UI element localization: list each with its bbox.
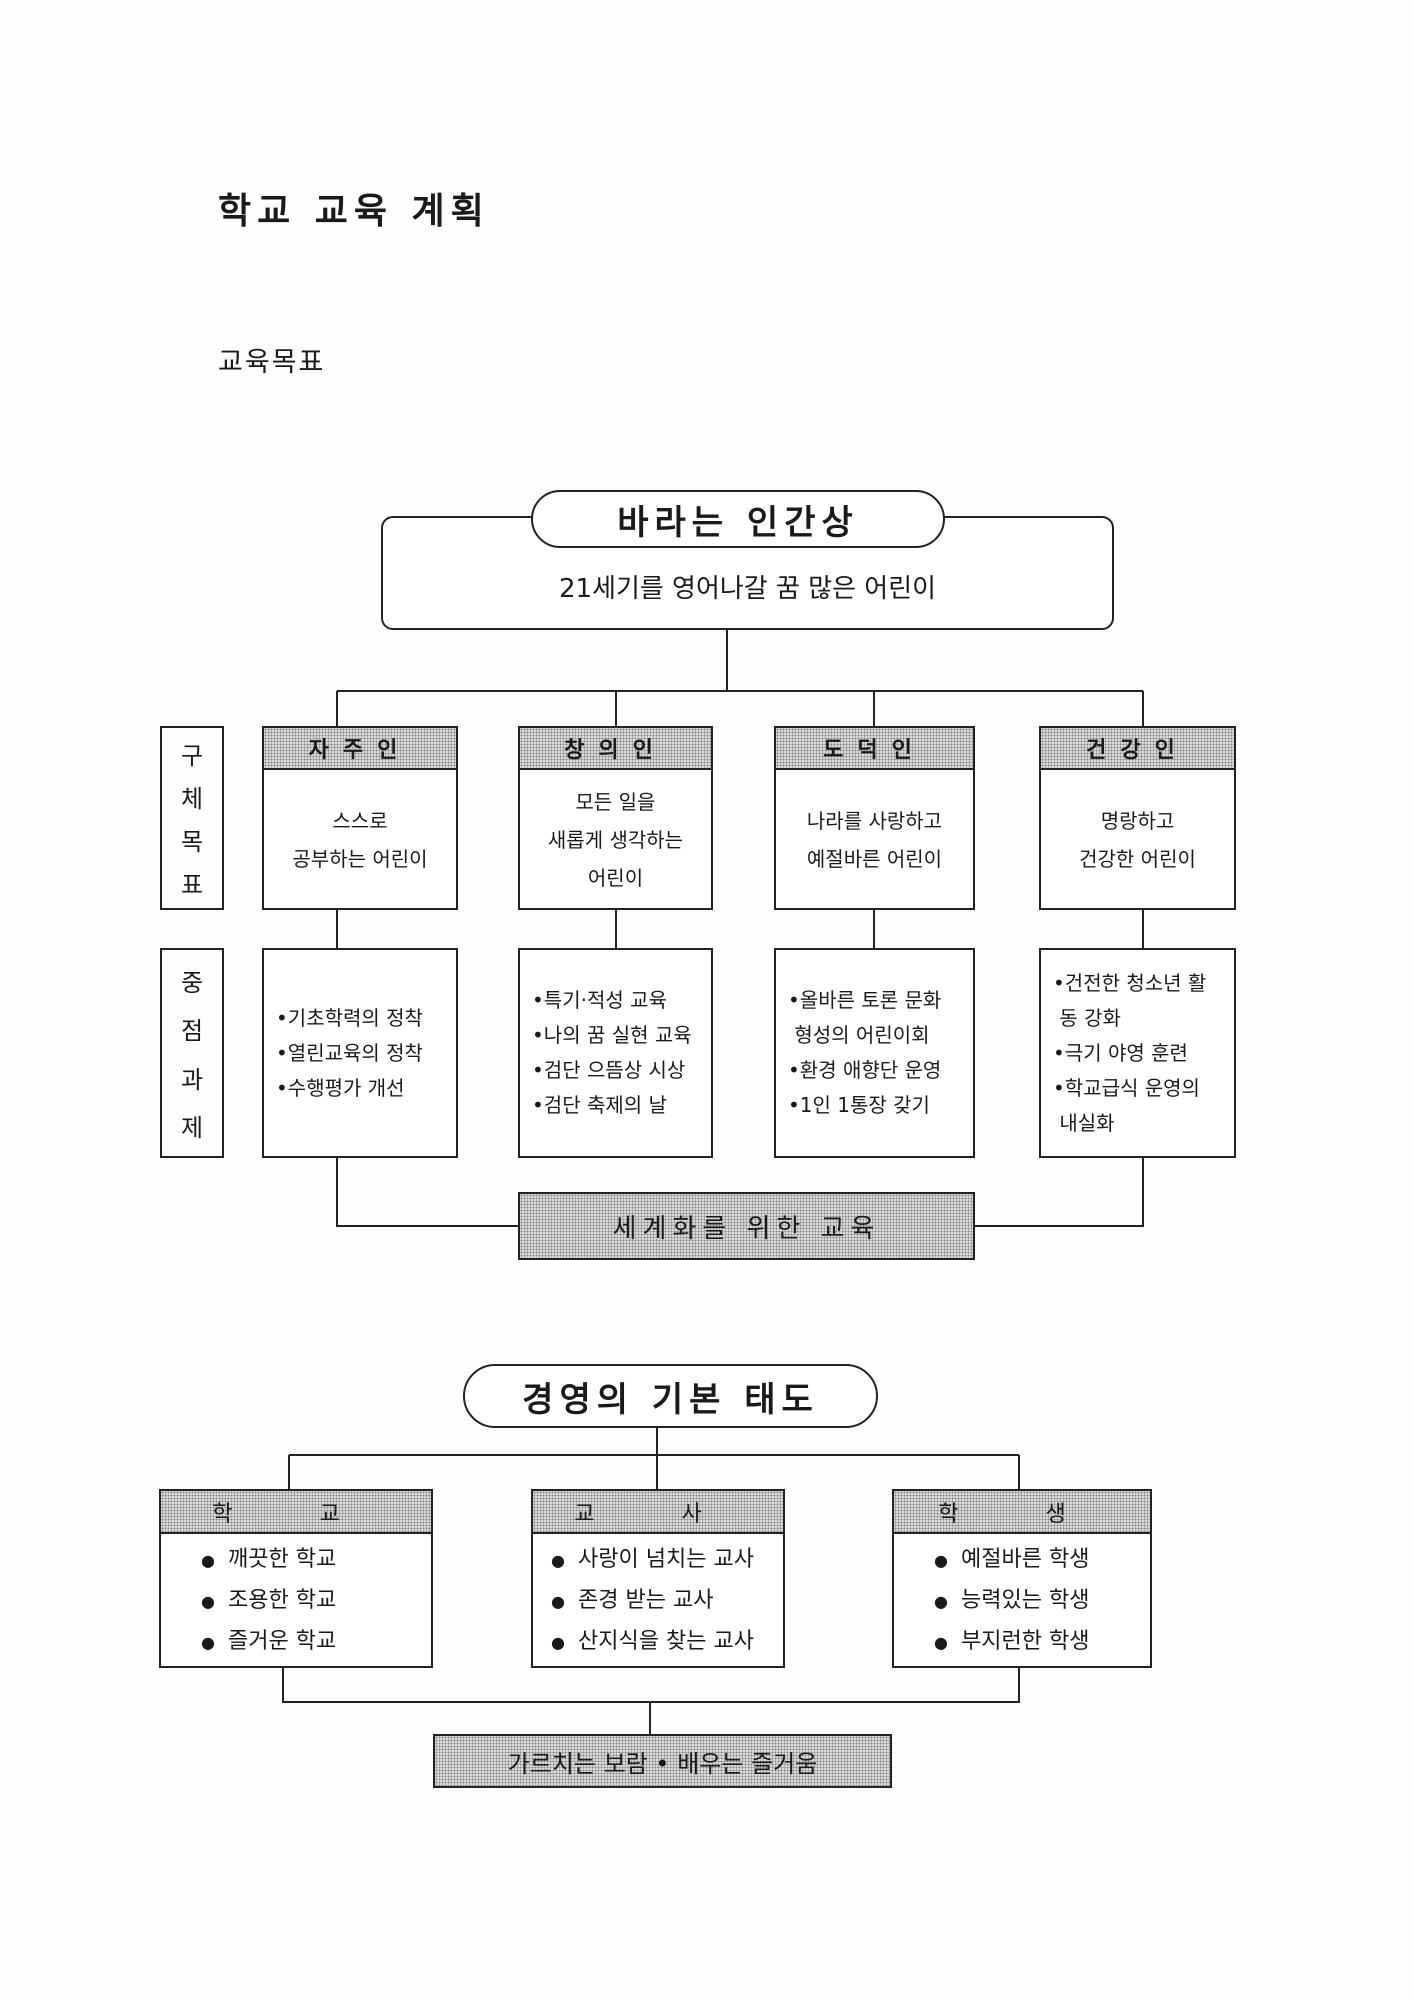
task-box: •기초학력의 정착 •열린교육의 정착 •수행평가 개선	[262, 948, 458, 1158]
attitude-item: 부지런한 학생	[934, 1622, 1150, 1663]
goal-line: 공부하는 어린이	[292, 847, 428, 871]
goal-line: 새롭게 생각하는	[547, 828, 684, 852]
ideal-text: 21세기를 영어나갈 꿈 많은 어린이	[558, 574, 937, 604]
task-item: •올바른 토론 문화	[788, 988, 942, 1012]
task-item: •수행평가 개선	[276, 1075, 405, 1100]
attitude-list: 예절바른 학생능력있는 학생부지런한 학생	[894, 1534, 1150, 1668]
task-item: 동 강화	[1053, 1005, 1121, 1030]
label-char: 체	[180, 785, 204, 813]
attitude-box: 교 사 사랑이 넘치는 교사존경 받는 교사산지식을 찾는 교사	[531, 1489, 785, 1668]
task-item: •건전한 청소년 활	[1053, 970, 1207, 995]
task-item: •검단 축제의 날	[532, 1093, 667, 1117]
attitude-item: 즐거운 학교	[201, 1622, 431, 1663]
task-box: •특기·적성 교육 •나의 꿈 실현 교육 •검단 으뜸상 시상 •검단 축제의 날	[518, 948, 713, 1158]
task-box: •올바른 토론 문화 형성의 어린이회 •환경 애향단 운영 •1인 1통장 갖기	[774, 948, 975, 1158]
column-header: 자주인	[264, 728, 456, 770]
goal-line: 명랑하고	[1100, 809, 1175, 833]
attitude-header: 학 생	[894, 1491, 1150, 1534]
task-box: •건전한 청소년 활 동 강화 •극기 야영 훈련 •학교급식 운영의 내실화	[1039, 948, 1236, 1158]
label-char: 과	[180, 1065, 204, 1094]
attitude-header: 학 교	[161, 1491, 431, 1534]
page-title: 학교 교육 계획	[218, 190, 490, 232]
attitude-list: 깨끗한 학교조용한 학교즐거운 학교	[161, 1534, 431, 1668]
column-header: 건강인	[1041, 728, 1234, 770]
attitude-header: 교 사	[533, 1491, 783, 1534]
task-item: •극기 야영 훈련	[1053, 1040, 1188, 1065]
goal-line: 예절바른 어린이	[806, 847, 943, 871]
attitude-box: 학 생 예절바른 학생능력있는 학생부지런한 학생	[892, 1489, 1152, 1668]
label-char: 구	[180, 742, 204, 770]
global-education-text: 세계화를 위한 교육	[612, 1213, 881, 1244]
global-education-box: 세계화를 위한 교육	[518, 1192, 975, 1260]
label-char: 중	[180, 969, 204, 998]
attitude-item: 존경 받는 교사	[551, 1581, 783, 1622]
attitude-box: 학 교 깨끗한 학교조용한 학교즐거운 학교	[159, 1489, 433, 1668]
attitude-item: 산지식을 찾는 교사	[551, 1622, 783, 1663]
column-header: 창의인	[520, 728, 711, 770]
attitude-item: 조용한 학교	[201, 1581, 431, 1622]
goal-line: 모든 일을	[575, 790, 656, 814]
label-char: 목	[180, 828, 204, 856]
label-char: 표	[180, 871, 204, 899]
goal-line: 나라를 사랑하고	[806, 809, 943, 833]
section-subtitle: 교육목표	[218, 347, 326, 378]
task-item: •특기·적성 교육	[532, 988, 667, 1012]
task-item: •1인 1통장 갖기	[788, 1093, 930, 1117]
task-item: •학교급식 운영의	[1053, 1075, 1200, 1100]
attitude-item: 깨끗한 학교	[201, 1540, 431, 1581]
task-item: •열린교육의 정착	[276, 1040, 423, 1065]
task-item: •환경 애향단 운영	[788, 1058, 942, 1082]
motto-text: 가르치는 보람 • 배우는 즐거움	[507, 1749, 818, 1778]
motto-box: 가르치는 보람 • 배우는 즐거움	[433, 1734, 892, 1788]
label-char: 점	[180, 1017, 204, 1046]
ideal-heading: 바라는 인간상	[531, 490, 945, 548]
task-item: •나의 꿈 실현 교육	[532, 1023, 692, 1047]
attitude-item: 사랑이 넘치는 교사	[551, 1540, 783, 1581]
label-char: 제	[180, 1113, 204, 1142]
task-item: 형성의 어린이회	[788, 1023, 930, 1047]
task-item: 내실화	[1053, 1110, 1115, 1135]
column-header: 도덕인	[776, 728, 973, 770]
task-item: •검단 으뜸상 시상	[532, 1058, 686, 1082]
goal-line: 스스로	[332, 809, 388, 833]
task-item: •기초학력의 정착	[276, 1005, 423, 1030]
management-heading: 경영의 기본 태도	[463, 1364, 878, 1428]
goal-line: 어린이	[587, 866, 644, 890]
goal-line: 건강한 어린이	[1079, 847, 1196, 871]
attitude-list: 사랑이 넘치는 교사존경 받는 교사산지식을 찾는 교사	[533, 1534, 783, 1668]
attitude-item: 예절바른 학생	[934, 1540, 1150, 1581]
attitude-item: 능력있는 학생	[934, 1581, 1150, 1622]
